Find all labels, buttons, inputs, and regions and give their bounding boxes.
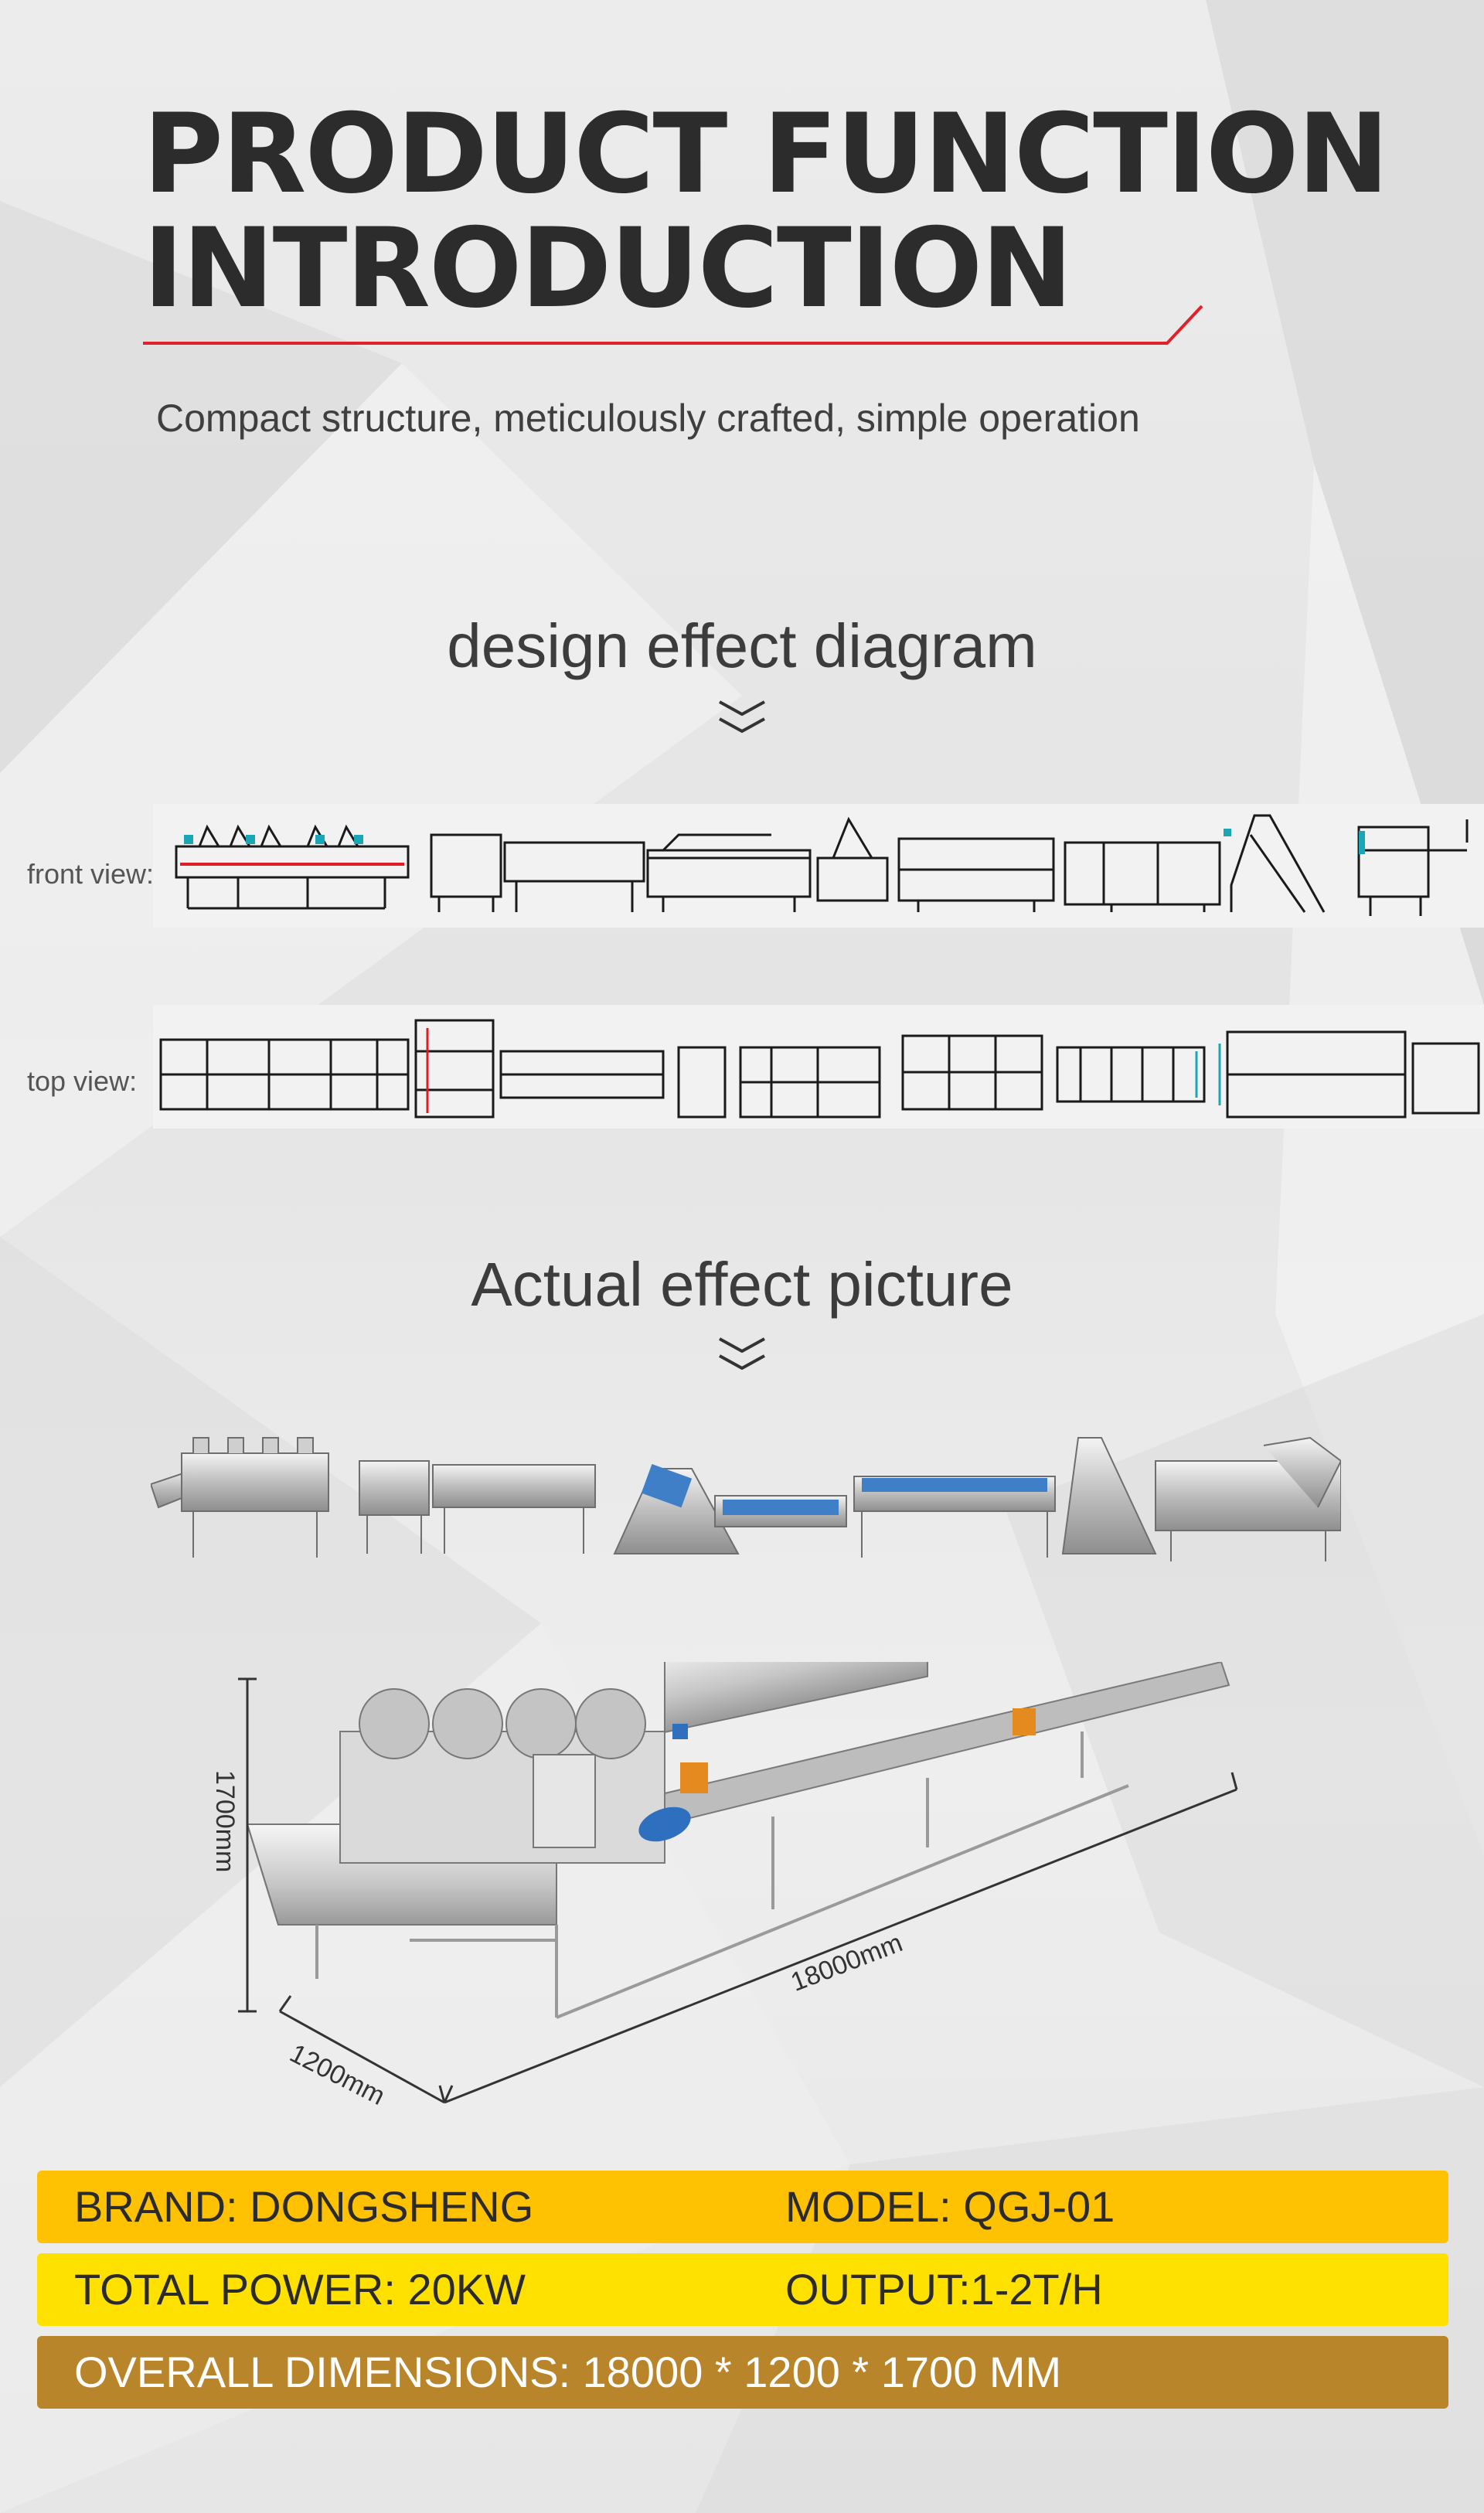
height-dimension: 1700mm (210, 1770, 240, 1873)
chevron-down-icon (719, 700, 765, 733)
power-spec: TOTAL POWER: 20KW (74, 2265, 526, 2314)
title-line-2: INTRODUCTION (143, 205, 1073, 332)
subtitle: Compact structure, meticulously crafted,… (156, 397, 1140, 440)
overall-dimensions-spec: OVERALL DIMENSIONS: 18000 * 1200 * 1700 … (74, 2348, 1062, 2396)
front-view-drawing (153, 804, 1484, 928)
design-heading: design effect diagram (447, 611, 1037, 680)
chevron-down-icon (719, 1337, 765, 1370)
spec-bar-dimensions: OVERALL DIMENSIONS: 18000 * 1200 * 1700 … (37, 2336, 1448, 2409)
front-view-line-drawing (175, 814, 1469, 916)
production-line-photo (151, 1436, 1341, 1561)
model-spec: MODEL: QGJ-01 (785, 2182, 1115, 2231)
output-spec: OUTPUT:1-2T/H (785, 2265, 1103, 2314)
brand-spec: BRAND: DONGSHENG (74, 2182, 534, 2231)
spec-bar-power-output: TOTAL POWER: 20KW OUTPUT:1-2T/H (37, 2253, 1448, 2326)
top-view-drawing (153, 1005, 1484, 1129)
actual-heading: Actual effect picture (471, 1250, 1013, 1319)
top-view-label: top view: (27, 1065, 138, 1097)
top-view-line-drawing (159, 1019, 1480, 1119)
dimension-lines (238, 1677, 1238, 2104)
page-title: PRODUCT FUNCTION INTRODUCTION (143, 97, 1389, 326)
title-underline (143, 305, 1203, 345)
spec-bar-brand-model: BRAND: DONGSHENG MODEL: QGJ-01 (37, 2171, 1448, 2243)
front-view-label: front view: (27, 858, 155, 890)
title-line-1: PRODUCT FUNCTION (143, 90, 1389, 218)
washing-machine-photo (246, 1662, 1230, 2019)
